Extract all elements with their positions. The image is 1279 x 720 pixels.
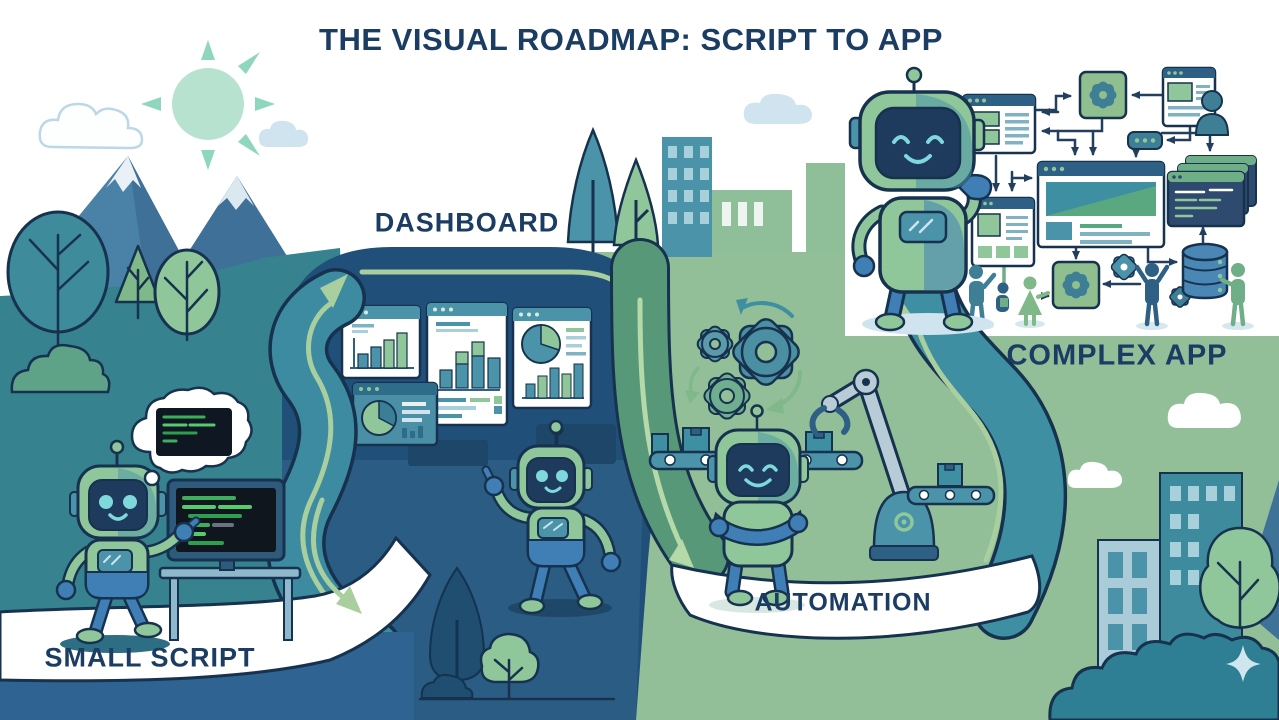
- flow-arrow-icon: [669, 539, 694, 568]
- complex-app-flowchart: [961, 66, 1257, 330]
- cloud-icon: [1067, 461, 1123, 488]
- stage-label-automation: AUTOMATION: [754, 588, 932, 617]
- road-icon: [265, 268, 402, 678]
- tree-icon: [153, 248, 221, 342]
- tree-icon: [6, 210, 110, 347]
- bottom-right-city: [1048, 392, 1279, 720]
- user-icon: [996, 282, 1009, 312]
- bar-chart-window: [340, 304, 422, 380]
- cloud-icon: [258, 120, 309, 147]
- user-icon: [1015, 276, 1050, 328]
- browser-window-icon: [1036, 160, 1166, 249]
- cycle-arrow-icon: [740, 301, 794, 318]
- gear-icon: [1078, 70, 1128, 120]
- code-window-icon: [1166, 155, 1257, 228]
- sun-icon: [141, 40, 275, 170]
- bush-icon: [1048, 632, 1279, 720]
- stage-label-small-script: SMALL SCRIPT: [44, 642, 256, 673]
- bush-icon: [10, 343, 111, 394]
- user-icon: [1194, 90, 1230, 136]
- tree-icon: [114, 244, 162, 320]
- conveyor-belt-icon: [906, 463, 996, 506]
- banner-icon: [670, 554, 1042, 640]
- flow-arrow-icon: [310, 497, 347, 601]
- tree-icon: [418, 632, 616, 701]
- robot-icon: [848, 66, 994, 335]
- tree-icon: [566, 126, 660, 262]
- code-monitor-icon: [166, 478, 286, 571]
- building-icon: [662, 137, 846, 257]
- tree-icon: [420, 566, 486, 699]
- gear-icon: [685, 298, 803, 420]
- robot-icon: [481, 419, 622, 617]
- robot-icon: [55, 439, 201, 653]
- box-icon: [651, 433, 669, 454]
- road-icon: [610, 238, 730, 586]
- cloud-icon: [1167, 392, 1241, 428]
- user-icon: [1134, 263, 1170, 330]
- node-pill: [1127, 131, 1163, 150]
- robot-icon: [707, 404, 809, 613]
- browser-window-icon: [970, 196, 1036, 268]
- pie-chart-window: [511, 306, 593, 410]
- browser-window-icon: [1161, 66, 1230, 136]
- cloud-icon: [743, 93, 813, 124]
- user-icon: [1219, 263, 1254, 330]
- page-title: THE VISUAL ROADMAP: SCRIPT TO APP: [319, 22, 943, 57]
- box-icon: [682, 427, 710, 454]
- flow-arrow-icon: [336, 586, 362, 614]
- tree-icon: [1199, 526, 1279, 630]
- gear-icon: [1051, 260, 1101, 310]
- database-icon: [1181, 242, 1229, 300]
- pie-chart-window: [351, 381, 439, 447]
- thought-bubble-icon: [130, 386, 253, 487]
- cloud-icon: [38, 102, 144, 150]
- desk-icon: [158, 566, 302, 641]
- flow-arrow-icon: [320, 274, 348, 308]
- bar-chart-window: [425, 301, 509, 427]
- stage-label-complex-app: COMPLEX APP: [1006, 339, 1228, 372]
- monitor-silhouette: [408, 440, 488, 466]
- gear-icon: [1110, 253, 1138, 281]
- robotic-arm-icon: [809, 368, 939, 561]
- box-icon: [805, 431, 833, 454]
- stage-label-dashboard: DASHBOARD: [374, 207, 560, 238]
- box-icon: [937, 463, 963, 487]
- sparkle-icon: [1226, 645, 1261, 682]
